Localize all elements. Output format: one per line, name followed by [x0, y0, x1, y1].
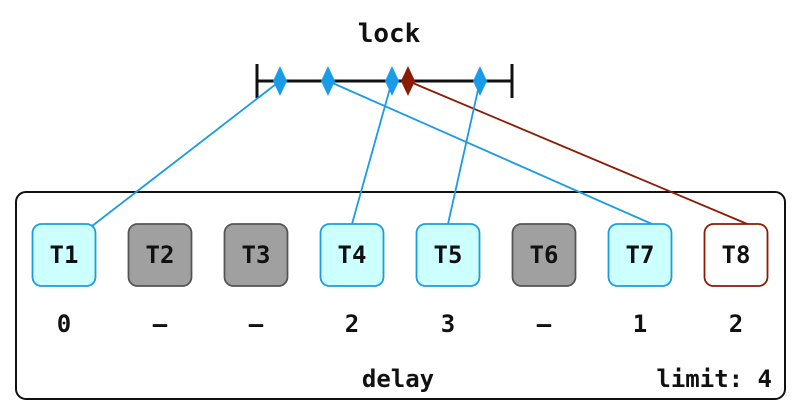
lock-timeline [255, 64, 514, 98]
task-box [607, 223, 673, 287]
lock-links [88, 80, 762, 231]
lock-marker-t8 [401, 66, 415, 96]
task-t6: T6 [511, 223, 577, 287]
task-label: T7 [626, 241, 655, 269]
task-label: T5 [434, 241, 463, 269]
task-t3: T3 [223, 223, 289, 287]
delay-value-t8: 2 [729, 310, 743, 338]
task-container [15, 191, 786, 400]
delay-value-t4: 2 [345, 310, 359, 338]
lock-marker-t1 [273, 66, 287, 96]
task-label: T3 [242, 241, 271, 269]
delay-value-t1: 0 [57, 310, 71, 338]
task-box [127, 223, 193, 287]
task-box [223, 223, 289, 287]
link-t4 [351, 80, 393, 225]
link-t8 [407, 80, 762, 231]
task-label: T4 [338, 241, 367, 269]
task-box [319, 223, 385, 287]
delay-value-t2: – [153, 310, 168, 338]
delay-value-t3: – [249, 310, 264, 338]
task-t2: T2 [127, 223, 193, 287]
task-t5: T5 [415, 223, 481, 287]
limit-label: limit: 4 [656, 365, 772, 393]
lock-marker-t7 [321, 66, 335, 96]
delay-value-t5: 3 [441, 310, 455, 338]
delay-label: delay [362, 365, 434, 393]
lock-marker-t4 [385, 66, 399, 96]
task-label: T2 [146, 241, 175, 269]
task-label: T6 [530, 241, 559, 269]
task-row: T1 T2 T3 T4 T5 T6 T7 T8 [31, 223, 769, 287]
task-t4: T4 [319, 223, 385, 287]
delay-value-t7: 1 [633, 310, 647, 338]
task-t8: T8 [703, 223, 769, 287]
task-box [31, 223, 97, 287]
delay-row: 0 – – 2 3 – 1 2 [57, 310, 743, 338]
link-t1 [88, 80, 281, 229]
task-label: T8 [722, 241, 751, 269]
task-box [511, 223, 577, 287]
lock-title: lock [358, 19, 421, 49]
delay-value-t6: – [537, 310, 552, 338]
link-t5 [447, 80, 481, 225]
task-box [415, 223, 481, 287]
task-t7: T7 [607, 223, 673, 287]
lock-markers [273, 66, 487, 96]
lock-marker-t5 [473, 66, 487, 96]
task-box [703, 223, 769, 287]
task-t1: T1 [31, 223, 97, 287]
task-label: T1 [50, 241, 79, 269]
